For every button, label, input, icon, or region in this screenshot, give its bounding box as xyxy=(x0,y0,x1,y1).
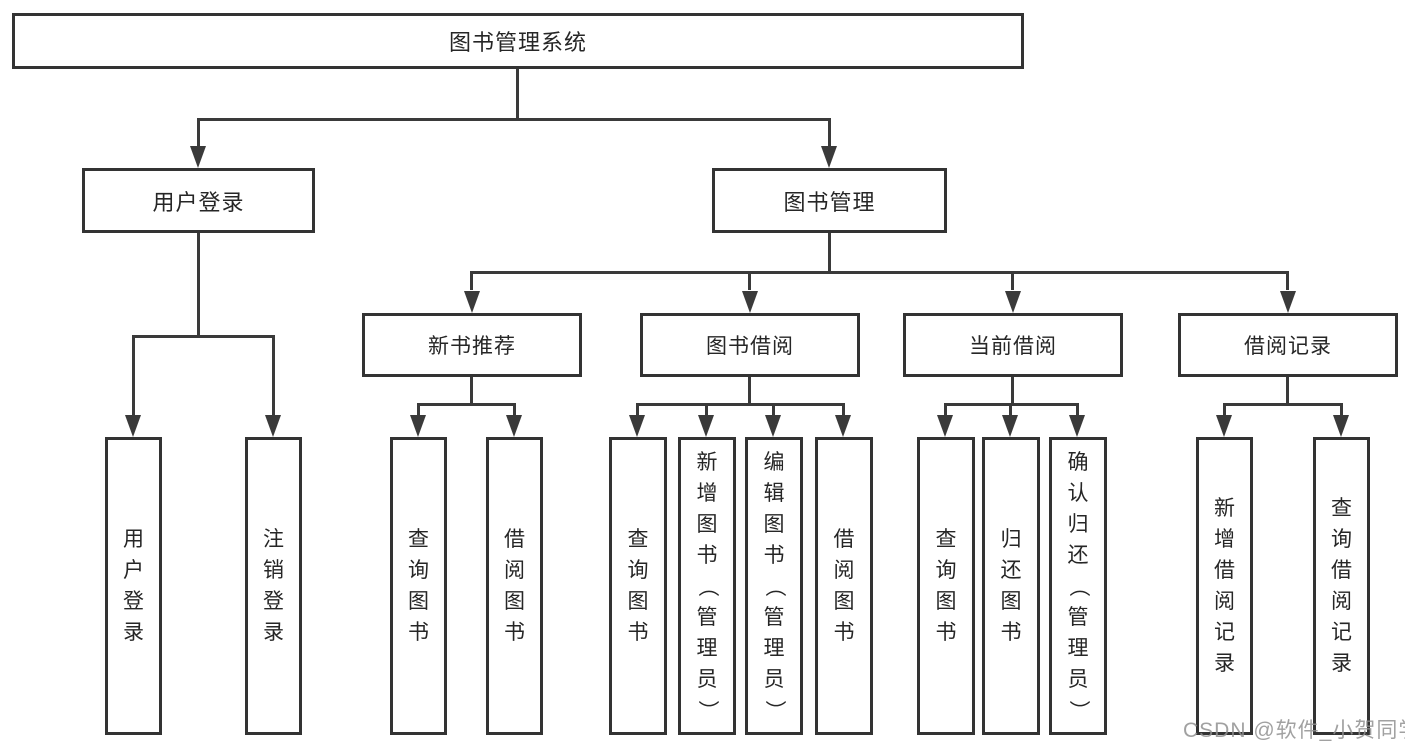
leaf-add-borrow-record: 新增借阅记录 xyxy=(1196,437,1253,735)
leaf-add-books-admin: 新增图书（管理员） xyxy=(678,437,736,735)
connector-group-stem xyxy=(1011,271,1014,290)
connector-current-down xyxy=(1011,377,1014,403)
arrow-down-icon xyxy=(1002,415,1018,437)
connector-leaf-stem xyxy=(636,403,639,415)
leaf-query-books: 查询图书 xyxy=(390,437,447,735)
connector-leaf-stem xyxy=(944,403,947,415)
connector-login-stem xyxy=(197,118,200,146)
leaf-confirm-return-admin: 确认归还（管理员） xyxy=(1049,437,1107,735)
arrow-down-icon xyxy=(821,146,837,168)
leaf-query-books: 查询图书 xyxy=(917,437,975,735)
leaf-logout: 注销登录 xyxy=(245,437,302,735)
leaf-user-login: 用户登录 xyxy=(105,437,162,735)
node-library-management-system: 图书管理系统 xyxy=(12,13,1024,69)
arrow-down-icon xyxy=(1005,291,1021,313)
connector-records-down xyxy=(1286,377,1289,403)
arrow-down-icon xyxy=(937,415,953,437)
node-label: 图书借阅 xyxy=(706,335,794,358)
leaf-borrow-books: 借阅图书 xyxy=(815,437,873,735)
connector-manage-down xyxy=(828,233,831,271)
connector-leaf-stem xyxy=(417,403,420,415)
arrow-down-icon xyxy=(698,415,714,437)
connector-recommend-bar xyxy=(417,403,516,406)
connector-leaf-stem xyxy=(1076,403,1079,415)
connector-leaf-stem xyxy=(132,335,135,415)
arrow-down-icon xyxy=(410,415,426,437)
leaf-return-books: 归还图书 xyxy=(982,437,1040,735)
node-label: 用户登录 xyxy=(152,189,245,215)
connector-manage-bar xyxy=(470,271,1289,274)
connector-root-stem xyxy=(516,69,519,118)
node-label: 新书推荐 xyxy=(428,335,516,358)
connector-login-bar xyxy=(132,335,275,338)
arrow-down-icon xyxy=(464,291,480,313)
connector-leaf-stem xyxy=(1223,403,1226,415)
node-book-management: 图书管理 xyxy=(712,168,947,233)
node-borrowing-records: 借阅记录 xyxy=(1178,313,1398,377)
leaf-query-borrow-record: 查询借阅记录 xyxy=(1313,437,1370,735)
connector-recommend-down xyxy=(470,377,473,403)
node-current-borrowing: 当前借阅 xyxy=(903,313,1123,377)
connector-group-stem xyxy=(1286,271,1289,290)
connector-group-stem xyxy=(748,271,751,290)
arrow-down-icon xyxy=(1069,415,1085,437)
connector-leaf-stem xyxy=(272,335,275,415)
arrow-down-icon xyxy=(742,291,758,313)
connector-leaf-stem xyxy=(842,403,845,415)
connector-leaf-stem xyxy=(1009,403,1012,415)
node-label: 当前借阅 xyxy=(969,335,1057,358)
connector-borrow-down xyxy=(748,377,751,403)
arrow-down-icon xyxy=(125,415,141,437)
node-label: 图书管理 xyxy=(783,189,876,215)
arrow-down-icon xyxy=(190,146,206,168)
arrow-down-icon xyxy=(629,415,645,437)
connector-manage-stem xyxy=(828,118,831,146)
arrow-down-icon xyxy=(765,415,781,437)
connector-borrow-bar xyxy=(636,403,845,406)
connector-login-down xyxy=(197,233,200,335)
arrow-down-icon xyxy=(265,415,281,437)
arrow-down-icon xyxy=(1280,291,1296,313)
node-user-login: 用户登录 xyxy=(82,168,315,233)
connector-group-stem xyxy=(470,271,473,290)
arrow-down-icon xyxy=(835,415,851,437)
connector-leaf-stem xyxy=(772,403,775,415)
arrow-down-icon xyxy=(1333,415,1349,437)
watermark-text: CSDN @软件_小贺同学 xyxy=(1183,719,1405,742)
arrow-down-icon xyxy=(1216,415,1232,437)
leaf-edit-books-admin: 编辑图书（管理员） xyxy=(745,437,803,735)
leaf-query-books: 查询图书 xyxy=(609,437,667,735)
node-label: 图书管理系统 xyxy=(448,30,587,55)
node-label: 借阅记录 xyxy=(1244,335,1332,358)
node-book-borrowing: 图书借阅 xyxy=(640,313,860,377)
connector-root-bar xyxy=(197,118,831,121)
leaf-borrow-books: 借阅图书 xyxy=(486,437,543,735)
arrow-down-icon xyxy=(506,415,522,437)
connector-leaf-stem xyxy=(513,403,516,415)
node-new-book-recommendation: 新书推荐 xyxy=(362,313,582,377)
connector-leaf-stem xyxy=(705,403,708,415)
connector-leaf-stem xyxy=(1340,403,1343,415)
connector-records-bar xyxy=(1223,403,1343,406)
